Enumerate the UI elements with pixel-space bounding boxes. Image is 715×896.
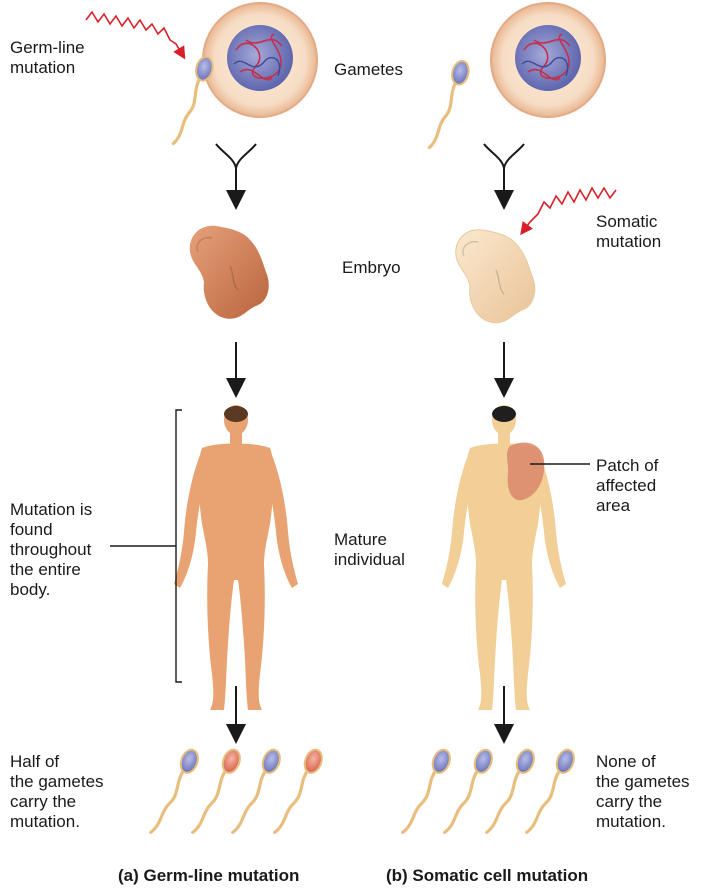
sperm-icon-a	[173, 54, 215, 148]
sperm-icon-b1	[403, 746, 453, 839]
merge-arrow-icon-b	[484, 144, 524, 200]
label-embryo: Embryo	[342, 258, 401, 278]
sperm-icon-b2	[445, 746, 495, 839]
label-none-gametes: None of the gametes carry the mutation.	[596, 752, 690, 832]
offspring-sperm-a	[151, 746, 325, 839]
label-gametes: Gametes	[334, 60, 403, 80]
label-mutation-found: Mutation is found throughout the entire …	[10, 500, 92, 600]
caption-b: (b) Somatic cell mutation	[386, 866, 588, 886]
label-patch-affected: Patch of affected area	[596, 456, 658, 516]
label-somatic-mutation: Somatic mutation	[596, 212, 661, 252]
egg-cell-icon-b	[491, 3, 605, 117]
offspring-sperm-b	[403, 746, 577, 839]
egg-cell-icon-a	[203, 3, 317, 117]
human-figure-icon-b	[442, 405, 566, 710]
sperm-icon-b3	[487, 746, 537, 839]
sperm-icon-b	[429, 58, 471, 152]
label-germ-line-mutation: Germ-line mutation	[10, 38, 85, 78]
human-figure-icon-a	[174, 405, 298, 710]
sperm-icon-a1	[151, 746, 201, 839]
hair-b	[492, 406, 516, 422]
hair-a	[224, 406, 248, 422]
sperm-icon-a2-mutant	[193, 746, 243, 839]
label-half-gametes: Half of the gametes carry the mutation.	[10, 752, 104, 832]
zigzag-mutation-arrow-icon-a	[86, 12, 182, 54]
embryo-icon-b	[456, 230, 535, 323]
embryo-icon-a	[190, 226, 269, 319]
bracket	[110, 410, 182, 682]
sperm-icon-a4-mutant	[275, 746, 325, 839]
caption-a: (a) Germ-line mutation	[118, 866, 299, 886]
merge-arrow-icon-a	[216, 144, 256, 200]
label-mature-individual: Mature individual	[334, 530, 405, 570]
